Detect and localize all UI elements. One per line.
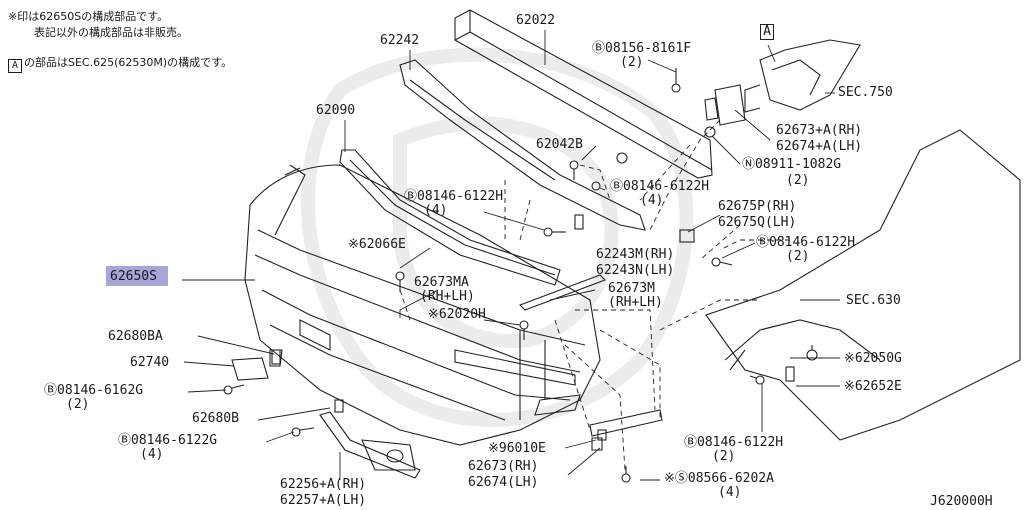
label-62673m[interactable]: 62673M [608,281,655,296]
label-b08146-c[interactable]: Ⓑ08146-6122H [756,235,856,250]
label-62243n[interactable]: 62243N(LH) [596,263,675,278]
bracket-sec750 [744,39,861,113]
label-b08146-a-qty: (4) [640,193,664,208]
label-62673m-sub: (RH+LH) [608,295,663,310]
label-62673a[interactable]: 62673+A(RH) [776,123,863,138]
label-b08146-6162g-qty: (2) [66,397,90,412]
label-b08146-6122g-qty: (4) [140,447,164,462]
label-62242[interactable]: 62242 [380,33,420,48]
fasteners [223,68,818,483]
label-b08156-qty: (2) [620,55,644,70]
label-62066e[interactable]: ※62066E [348,237,406,252]
label-62740[interactable]: 62740 [130,355,170,370]
reinforcement-62022 [454,9,713,179]
label-62650s[interactable]: 62650S [110,269,157,284]
label-sec630[interactable]: SEC.630 [846,293,901,308]
selected-part-highlight [106,266,168,286]
leader-lines [182,30,840,481]
note-line-2: 表記以外の構成部品は非販売。 [34,26,188,39]
label-b08146-b[interactable]: Ⓑ08146-6122H [404,189,504,204]
boxed-letter-a: A [8,59,22,73]
note-line-1: ※印は62650Sの構成部品です。 [8,10,169,23]
label-b08146-a[interactable]: Ⓑ08146-6122H [610,179,710,194]
lower-bracket-62673 [589,409,663,451]
label-62090[interactable]: 62090 [316,103,356,118]
label-62020h[interactable]: ※62020H [428,307,486,322]
label-62673ma-sub: (RH+LH) [420,289,475,304]
label-sec750[interactable]: SEC.750 [838,85,893,100]
label-62256a[interactable]: 62256+A(RH) [280,477,367,492]
label-n08911-qty: (2) [786,173,810,188]
label-62674a[interactable]: 62674+A(LH) [776,139,863,154]
label-62675p[interactable]: 62675P(RH) [718,199,797,214]
label-62050g[interactable]: ※62050G [844,351,902,366]
label-b08146-b-qty: (4) [424,203,448,218]
label-b08146-c-qty: (2) [786,249,810,264]
label-b08156[interactable]: Ⓑ08156-8161F [592,41,692,56]
label-62674lh[interactable]: 62674(LH) [468,475,539,490]
label-96010e[interactable]: ※96010E [488,441,546,456]
label-62042b[interactable]: 62042B [536,137,583,152]
label-62243m[interactable]: 62243M(RH) [596,247,675,262]
label-b08146-d-qty: (2) [712,449,736,464]
note-line-3-text: の部品はSEC.625(62530M)の構成です。 [24,56,233,69]
side-bracket-upper [704,84,746,126]
molding-62673m [519,274,606,311]
label-62673rh[interactable]: 62673(RH) [468,459,539,474]
label-62680ba[interactable]: 62680BA [108,329,163,344]
label-62652e[interactable]: ※62652E [844,379,902,394]
watermark [301,47,694,427]
label-b08146-6122g[interactable]: Ⓑ08146-6122G [118,433,218,448]
bumper-fascia [244,164,601,446]
label-62680b[interactable]: 62680B [192,411,239,426]
label-n08911[interactable]: Ⓝ08911-1082G [742,157,842,172]
label-box-a: A [760,24,774,40]
absorber-62090 [339,149,561,286]
absorber-62242 [399,59,646,231]
label-s08566[interactable]: ※Ⓢ08566-6202A [664,471,774,486]
label-62257a[interactable]: 62257+A(LH) [280,493,367,508]
label-62022[interactable]: 62022 [516,13,556,28]
label-62675q[interactable]: 62675Q(LH) [718,215,797,230]
fender-sec630 [705,129,1021,441]
under-cover-62256 [319,411,421,479]
label-b08146-d[interactable]: Ⓑ08146-6122H [684,435,784,450]
label-b08146-6162g[interactable]: Ⓑ08146-6162G [44,383,144,398]
diagram-code: J620000H [930,494,993,509]
label-s08566-qty: (4) [718,485,742,500]
bracket-62740 [231,349,283,381]
dashed-guides [399,119,790,471]
label-62673ma[interactable]: 62673MA [414,275,469,290]
